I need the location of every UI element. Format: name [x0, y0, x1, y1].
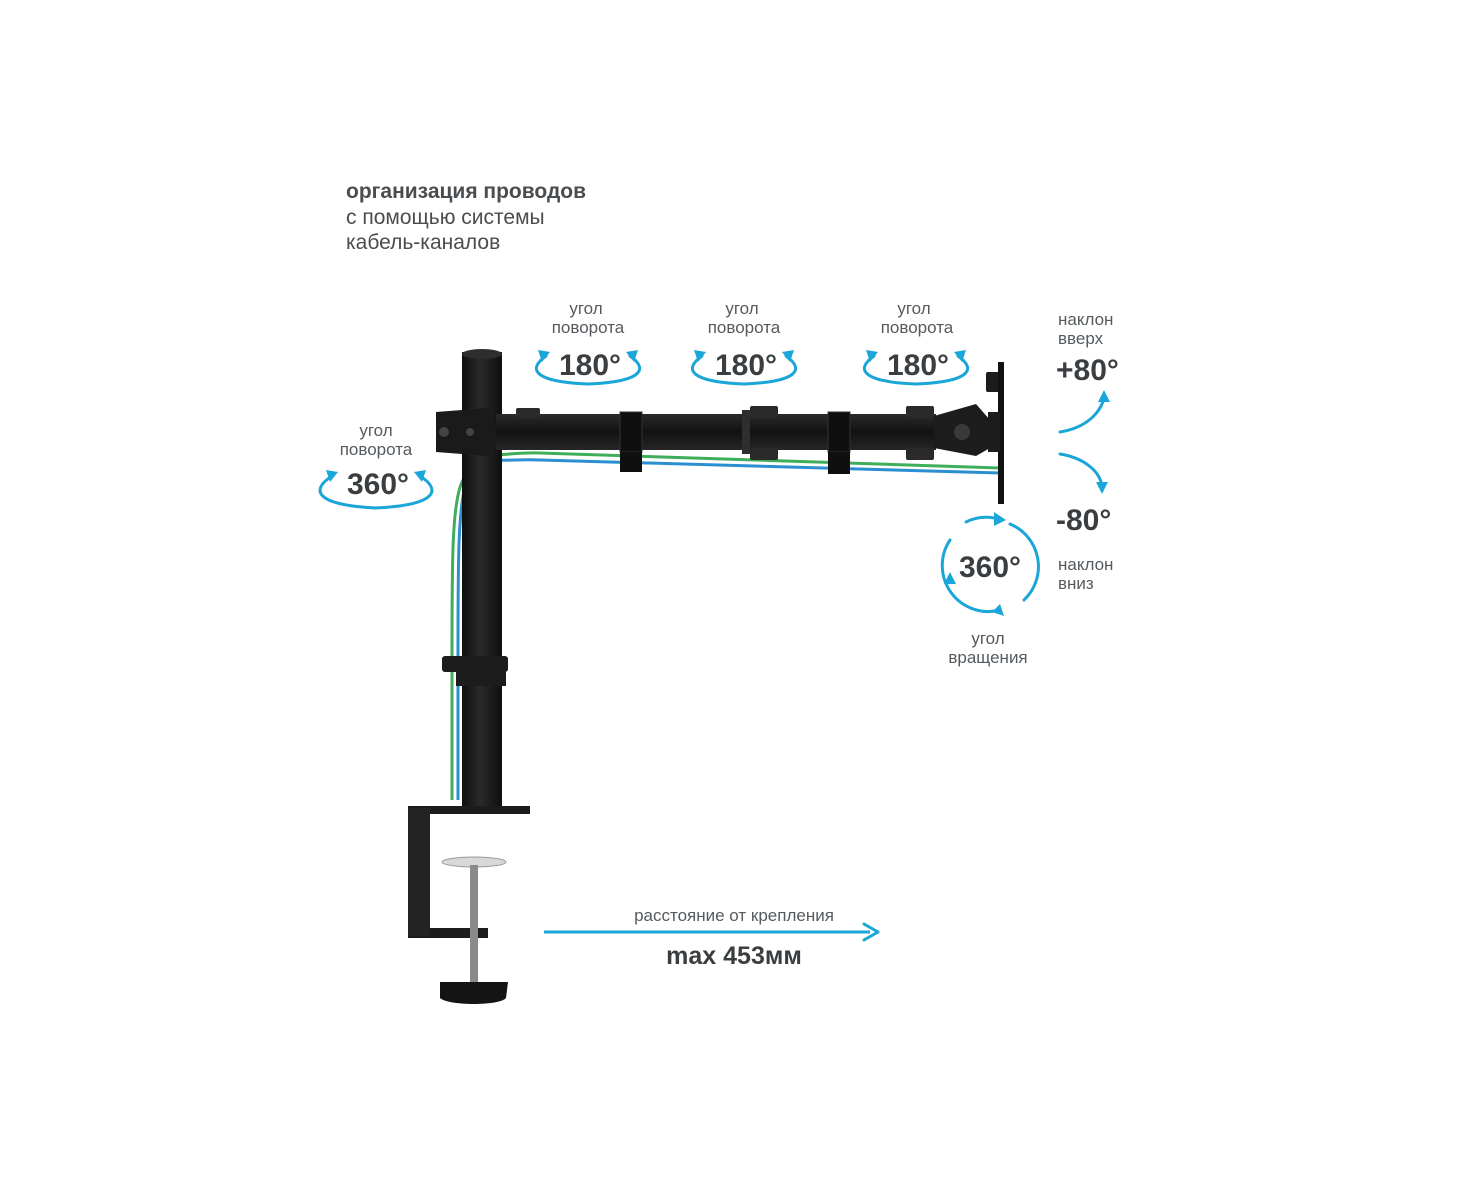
arm-knuckle-4 — [906, 406, 934, 418]
title-line-2: с помощью системы — [346, 206, 545, 229]
arm-joint-indicator-3: угол поворота 180° — [862, 299, 970, 386]
arm-joint-plate — [742, 410, 750, 454]
circle-rotate-arrow-head-1-icon — [994, 512, 1006, 526]
reach-indicator: расстояние от крепления max 453мм — [544, 906, 880, 970]
arm-knuckle-2 — [750, 406, 778, 418]
pole-rotation-label-1: угол — [359, 421, 392, 440]
reach-value: max 453мм — [666, 942, 802, 970]
tilt-down-value: -80° — [1056, 504, 1111, 537]
tilt-up-arrow-head-icon — [1098, 390, 1110, 402]
rotate-arrow-head-right-icon — [954, 350, 966, 362]
tilt-up-label-1: наклон — [1058, 310, 1113, 329]
arm-cable-clip-1 — [619, 411, 643, 453]
arm-knuckle-1 — [516, 408, 540, 418]
joint-screw-1 — [439, 427, 449, 437]
tilt-arrow-icon — [1058, 396, 1106, 434]
pole-top-cap — [462, 349, 502, 359]
pole-rotation-indicator: угол поворота 360° — [318, 421, 434, 510]
circle-rotate-icon — [964, 515, 996, 524]
rotate-arrow-head-left-icon — [326, 470, 338, 482]
rotate-arrow-head-left-icon — [538, 350, 550, 362]
rotate-arrow-head-left-icon — [866, 350, 878, 362]
arm-cable-clip-2 — [827, 411, 851, 453]
arm-joint-3-label-1: угол — [897, 299, 930, 318]
tilt-down-label-1: наклон — [1058, 555, 1113, 574]
clamp-knob — [440, 982, 508, 1004]
rotate-arrow-icon — [690, 354, 798, 386]
rotate-arrow-head-left-icon — [694, 350, 706, 362]
arm-joint-3-label-2: поворота — [881, 318, 954, 337]
screen-rotation-label-1: угол — [971, 629, 1004, 648]
tilt-down-arrow-head-icon — [1096, 482, 1108, 494]
tilt-up-value: +80° — [1056, 354, 1119, 387]
arm-joint-2-value: 180° — [715, 349, 777, 382]
mount-arm — [436, 362, 1004, 504]
desk-clamp — [408, 806, 530, 1004]
rotate-arrow-head-right-icon — [782, 350, 794, 362]
right-arrow-head-icon — [862, 922, 880, 942]
arm-joint-indicator-2: угол поворота 180° — [690, 299, 798, 386]
screen-rotation-indicator: 360° угол вращения — [940, 512, 1040, 667]
screen-rotation-label-2: вращения — [948, 648, 1027, 667]
arm-knuckle-3 — [750, 448, 778, 460]
rotate-arrow-icon — [862, 354, 970, 386]
arm-knuckle-5 — [906, 448, 934, 460]
pole-collar — [456, 672, 506, 686]
rotate-arrow-head-right-icon — [414, 470, 426, 482]
tilt-down-label-2: вниз — [1058, 574, 1094, 593]
screen-rotation-value: 360° — [959, 551, 1021, 584]
clamp-screw — [470, 865, 478, 985]
title-line-1: организация проводов — [346, 180, 586, 203]
pole-rotation-value: 360° — [347, 468, 409, 501]
tilt-head-screw — [954, 424, 970, 440]
circle-rotate-icon — [1008, 522, 1040, 602]
tilt-knob — [986, 372, 1000, 392]
vesa-bracket — [988, 412, 1000, 452]
circle-rotate-arrow-head-2-icon — [944, 572, 956, 584]
pole-rotation-label-2: поворота — [340, 440, 413, 459]
arm-joint-2-label-2: поворота — [708, 318, 781, 337]
circle-rotate-icon — [940, 538, 1002, 614]
title-block: организация проводов с помощью системы к… — [346, 180, 586, 254]
reach-label: расстояние от крепления — [634, 906, 834, 925]
arm-joint-1-label-2: поворота — [552, 318, 625, 337]
arm-joint-indicator-1: угол поворота 180° — [534, 299, 642, 386]
rotate-arrow-icon — [534, 354, 642, 386]
joint-screw-2 — [466, 428, 474, 436]
arm-cable-clip-2b — [828, 452, 850, 474]
rotate-arrow-head-right-icon — [626, 350, 638, 362]
tilt-indicator: наклон вверх +80° -80° наклон вниз — [1056, 310, 1119, 593]
arm-joint-1-label-1: угол — [569, 299, 602, 318]
arm-joint-2-label-1: угол — [725, 299, 758, 318]
pole-cable-clip — [442, 656, 508, 672]
rotate-arrow-icon — [318, 474, 434, 510]
arm-cable-clip-1b — [620, 452, 642, 472]
tilt-arrow-icon — [1058, 452, 1104, 488]
clamp-frame-side — [408, 808, 430, 936]
arm-joint-indicators: угол поворота 180° угол поворота 180° уг… — [534, 299, 970, 386]
title-line-3: кабель-каналов — [346, 231, 500, 254]
cable-bundle — [450, 451, 1001, 800]
arm-joint-3-value: 180° — [887, 349, 949, 382]
circle-rotate-arrow-head-3-icon — [992, 604, 1004, 616]
tilt-up-label-2: вверх — [1058, 329, 1104, 348]
vesa-plate — [998, 362, 1004, 504]
cable-green-vertical — [450, 479, 465, 800]
arm-joint-1-value: 180° — [559, 349, 621, 382]
